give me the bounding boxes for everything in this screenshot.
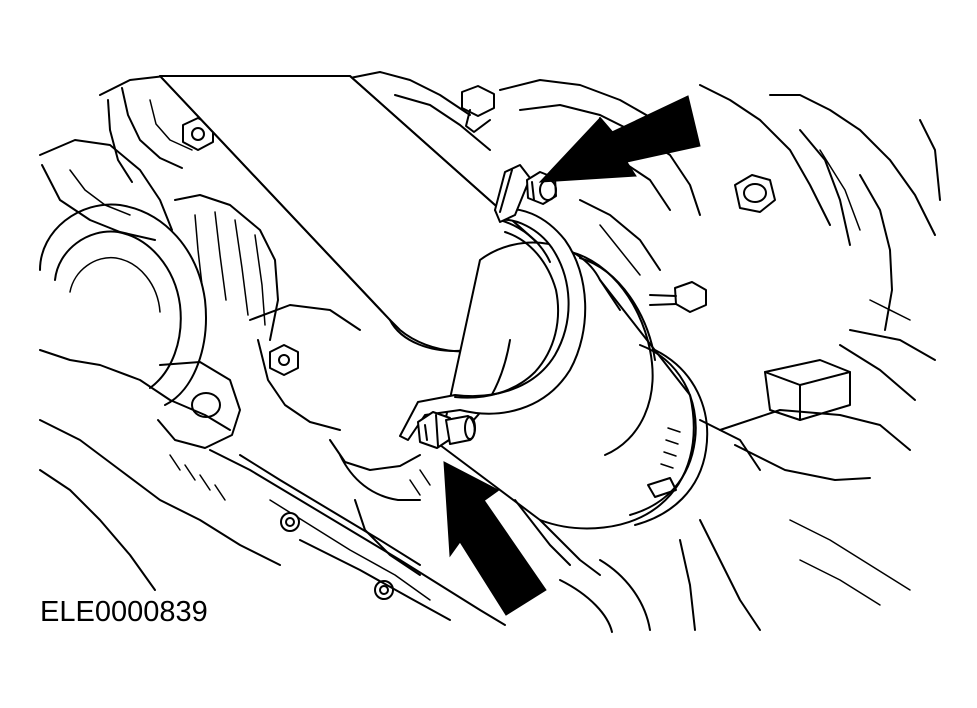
bolt-top-center [461, 85, 495, 133]
bolt-upper-right [734, 174, 776, 213]
bolt-bottom-left-1 [280, 512, 300, 532]
right-mount-block [764, 359, 851, 421]
engine-background [39, 71, 941, 633]
figure-id-label: ELE0000839 [40, 596, 208, 628]
exhaust-clamp [399, 164, 587, 441]
lower-arrow [443, 461, 547, 616]
upper-arrow [538, 95, 701, 183]
bolt-mid-right [649, 281, 707, 313]
exhaust-pipe [159, 75, 761, 576]
bolt-flange-left [269, 344, 299, 376]
lower-clamp-bolt [417, 411, 476, 449]
bolt-top-left [182, 117, 214, 151]
left-mount-bracket [157, 361, 241, 449]
